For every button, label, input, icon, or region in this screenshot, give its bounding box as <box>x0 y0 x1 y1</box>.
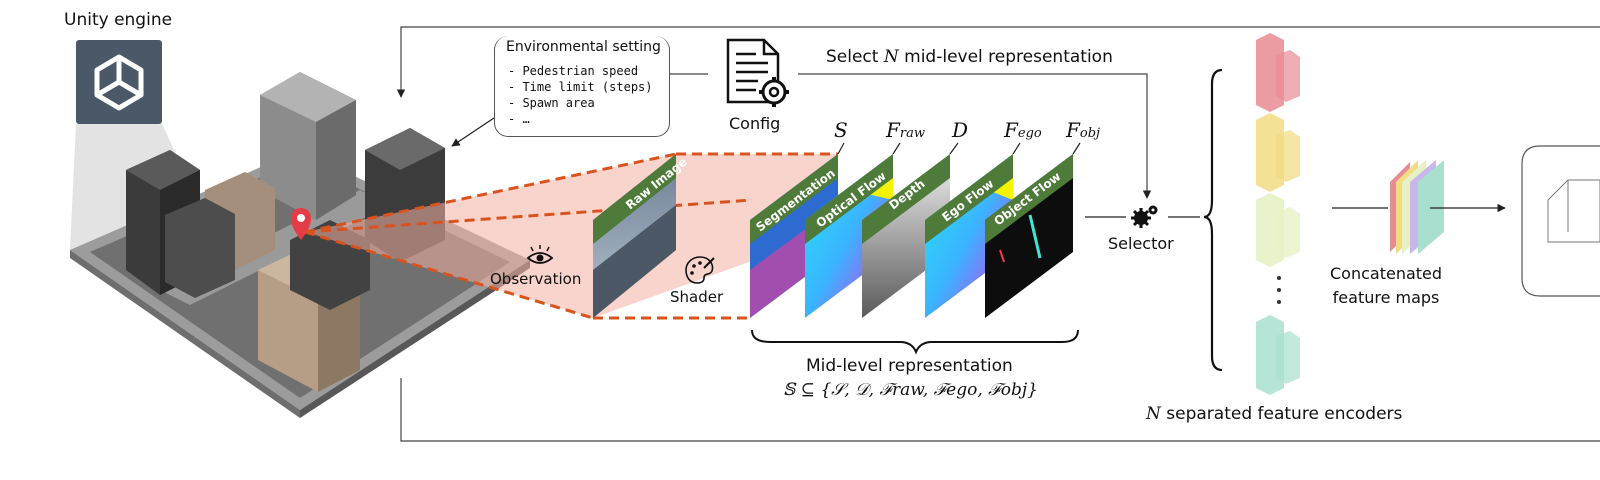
config-document-gear-icon <box>726 38 789 107</box>
concatenated-line2: feature maps <box>1332 288 1440 307</box>
concatenated-label: Concatenated feature maps <box>1330 262 1442 310</box>
policy-network-box <box>1521 145 1600 297</box>
encoders-label: N separated feature encoders <box>1146 404 1402 424</box>
panel-ego-flow <box>925 154 1013 318</box>
midlevel-set-expression: 𝕊 ⊆ {𝒮, 𝒟, ℱraw, ℱego, ℱobj} <box>783 380 1038 400</box>
panel-depth <box>862 154 950 318</box>
select-label: Select N mid-level representation <box>826 47 1113 67</box>
encoder-2 <box>1256 193 1300 267</box>
selector-label: Selector <box>1108 234 1174 253</box>
midlevel-label: Mid-level representation <box>806 356 1013 376</box>
environment-title: Environmental setting <box>506 39 661 55</box>
environment-settings-box <box>494 36 670 137</box>
config-to-selector-arrow <box>798 73 1152 199</box>
select-suffix: mid-level representation <box>898 47 1113 67</box>
unity-engine-title: Unity engine <box>64 10 173 30</box>
rep-symbol-2: D <box>952 118 969 142</box>
encoders-brace <box>1203 68 1223 372</box>
midlevel-brace <box>751 329 1079 355</box>
eye-icon <box>526 245 554 264</box>
panel-optical-flow <box>805 154 893 318</box>
encoders-text: separated feature encoders <box>1160 404 1403 424</box>
concatenated-feature-maps <box>1390 160 1444 254</box>
select-var: N <box>883 47 899 67</box>
feature-encoders <box>1256 33 1300 395</box>
environment-item-1: - Time limit (steps) <box>508 80 653 94</box>
config-label: Config <box>729 114 781 133</box>
encoder-1 <box>1256 113 1300 192</box>
panel-object-flow <box>985 154 1073 318</box>
shader-label: Shader <box>670 288 724 306</box>
rep-symbol-1: Fraw <box>886 118 925 142</box>
environment-item-0: - Pedestrian speed <box>508 64 639 78</box>
feedback-loop <box>396 26 1600 442</box>
environment-item-3: - … <box>508 112 530 126</box>
rep-symbol-0: S <box>834 118 848 142</box>
gears-icon <box>1131 205 1158 228</box>
palette-icon <box>685 256 715 284</box>
representation-panels: Segmentation Optical Flow Depth Ego Flow… <box>750 142 1081 318</box>
encoder-0 <box>1256 33 1300 112</box>
rep-symbol-3: Fego <box>1004 118 1042 142</box>
env-to-scene-arrow <box>451 117 495 147</box>
unity-logo-icon <box>76 40 162 124</box>
encoder-ellipsis <box>1277 276 1281 304</box>
encoder-3 <box>1256 315 1300 395</box>
observation-label: Observation <box>490 270 582 288</box>
select-prefix: Select <box>826 47 884 67</box>
rep-symbol-4: Fobj <box>1066 118 1101 142</box>
encoders-var: N <box>1146 404 1161 424</box>
concatenated-line1: Concatenated <box>1330 264 1443 283</box>
environment-item-2: - Spawn area <box>508 96 595 110</box>
